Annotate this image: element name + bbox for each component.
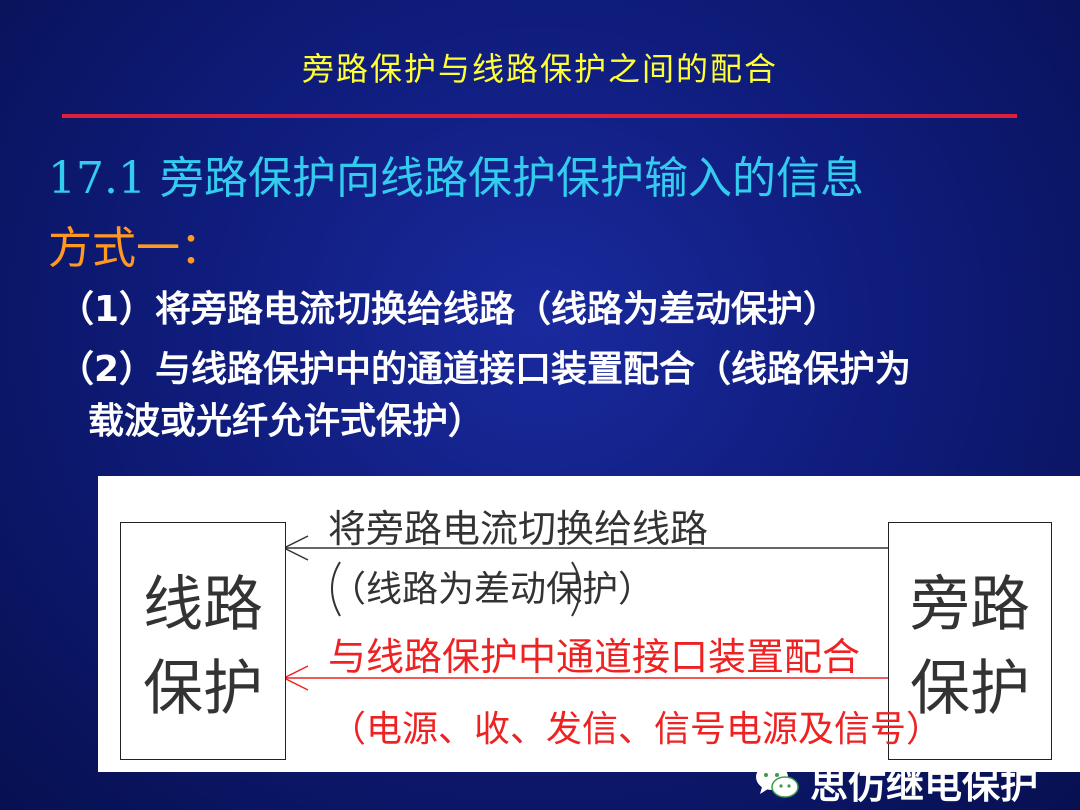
- list-item-2: （2）与线路保护中的通道接口装置配合（线路保护为: [58, 349, 912, 390]
- bypass-protection-box: 旁路 保护: [888, 522, 1052, 760]
- title-divider: [62, 114, 1017, 118]
- line-protection-box: 线路 保护: [120, 522, 286, 760]
- black-text-parentheses: [331, 561, 581, 617]
- bypass-protection-label-bottom: 保护: [910, 654, 1030, 724]
- watermark-text: 思仿继电保护: [810, 762, 1039, 807]
- list-item-1: （1）将旁路电流切换给线路（线路为差动保护）: [58, 289, 840, 330]
- list-item-2-continued: 载波或光纤允许式保护）: [88, 401, 485, 442]
- current-switch-label: 将旁路电流切换给线路: [328, 507, 709, 551]
- wechat-icon: [754, 761, 800, 801]
- channel-interface-label: 与线路保护中通道接口装置配合: [328, 635, 861, 679]
- watermark: 思仿继电保护: [754, 758, 1038, 807]
- signal-diagram: 线路 保护 旁路 保护 将旁路电流切换给线路 （线路为差动保护） 与线路保护中通…: [98, 476, 1080, 772]
- bypass-protection-label-top: 旁路: [910, 570, 1030, 640]
- method-label: 方式一：: [48, 223, 224, 274]
- line-protection-label-top: 线路: [143, 570, 263, 640]
- signal-list-label: （电源、收、发信、信号电源及信号）: [330, 709, 943, 750]
- line-protection-label-bottom: 保护: [143, 654, 263, 724]
- section-heading: 17.1 旁路保护向线路保护保护输入的信息: [48, 153, 864, 204]
- slide-title: 旁路保护与线路保护之间的配合: [301, 50, 778, 88]
- differential-note-label: （线路为差动保护）: [330, 569, 655, 610]
